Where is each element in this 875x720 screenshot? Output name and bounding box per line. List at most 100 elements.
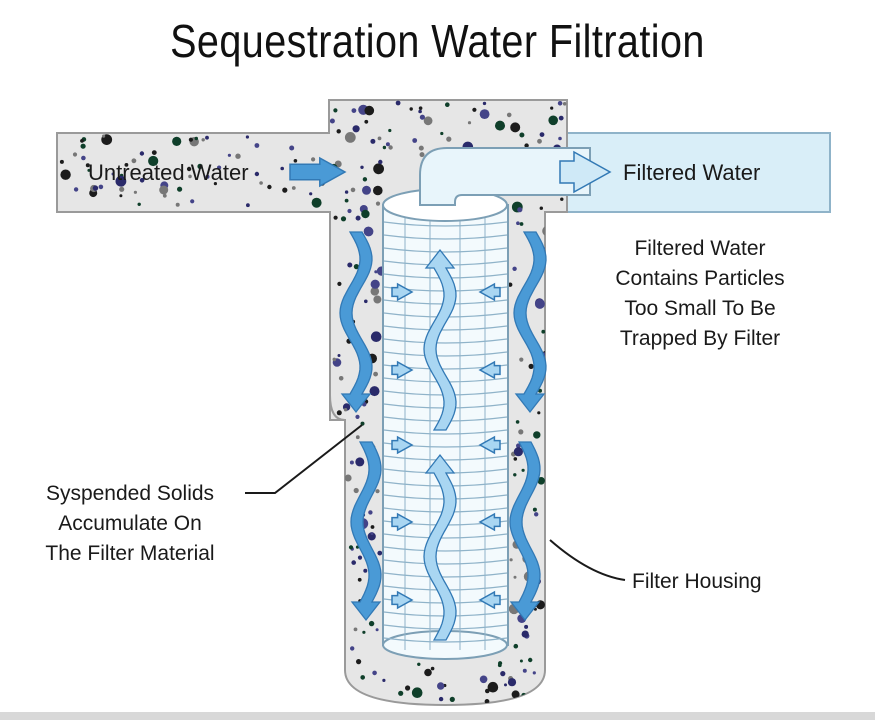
particle-dot (388, 145, 393, 150)
particle-dot (289, 145, 295, 151)
solids-leader-line (245, 424, 363, 494)
particle-dot (418, 109, 422, 114)
down-flow-arrow (339, 231, 373, 414)
particle-dot (542, 225, 553, 237)
particle-dot (364, 119, 369, 124)
particle-dot (213, 182, 217, 186)
particle-dot (557, 366, 562, 371)
particle-dot (375, 201, 381, 206)
particle-dot (115, 175, 127, 187)
particle-dot (375, 489, 380, 494)
inlet-label: Untreated Water (88, 160, 249, 185)
particle-dot (190, 199, 195, 204)
particle-dot (370, 525, 375, 529)
particle-dot (368, 620, 375, 627)
particle-dot (80, 143, 86, 149)
particle-dot (353, 487, 359, 494)
particle-dot (340, 216, 347, 222)
particle-dot (528, 363, 534, 369)
particle-dot (423, 116, 433, 126)
note-line-1: Filtered Water (634, 237, 765, 260)
particle-dot (175, 202, 180, 207)
particle-dot (85, 163, 90, 168)
particle-dot (361, 209, 370, 219)
particle-dot (353, 627, 358, 632)
particle-dot (556, 271, 560, 274)
particle-dot (445, 102, 450, 107)
particle-dot (430, 666, 435, 671)
particle-dot (344, 190, 349, 194)
particle-dot (349, 460, 354, 465)
particle-dot (329, 118, 335, 124)
particle-dot (332, 357, 337, 362)
particle-dot (372, 670, 377, 676)
particle-dot (534, 512, 539, 517)
particle-dot (151, 150, 157, 156)
particle-dot (350, 646, 355, 651)
particle-dot (377, 136, 382, 141)
particle-dot (72, 152, 78, 157)
particle-dot (119, 194, 123, 198)
particle-dot (246, 203, 250, 208)
particle-dot (363, 568, 368, 573)
particle-dot (282, 187, 288, 193)
particle-dot (438, 696, 444, 702)
particle-dot (188, 137, 193, 142)
particle-dot (385, 142, 390, 147)
particle-dot (521, 630, 529, 638)
particle-dot (119, 186, 125, 192)
particle-dot (534, 298, 545, 309)
particle-dot (227, 153, 231, 157)
particle-dot (373, 295, 382, 304)
particle-dot (557, 101, 563, 106)
particle-dot (479, 675, 488, 684)
particle-dot (373, 185, 383, 196)
particle-dot (555, 295, 559, 299)
particle-dot (353, 264, 359, 270)
particle-dot (338, 376, 344, 381)
particle-dot (513, 457, 518, 461)
particle-dot (370, 279, 380, 289)
particle-dot (547, 399, 551, 403)
particle-dot (446, 136, 452, 142)
outlet-arrow (559, 150, 612, 194)
particle-dot (357, 577, 362, 582)
solids-line-3: The Filter Material (45, 542, 214, 565)
filtered-note: Filtered Water Contains Particles Too Sm… (615, 237, 784, 350)
particle-dot (205, 135, 209, 140)
particle-dot (60, 169, 71, 180)
inward-arrow (391, 590, 414, 610)
particle-dot (205, 174, 210, 179)
particle-dot (98, 184, 104, 190)
particle-dot (467, 121, 472, 125)
particle-dot (510, 122, 521, 133)
particle-dot (111, 172, 115, 176)
particle-dot (197, 163, 203, 169)
particle-dot (562, 102, 567, 106)
particle-dot (513, 575, 517, 579)
particle-dot (369, 386, 380, 397)
particle-dot (92, 185, 99, 191)
particle-dot (519, 222, 524, 226)
particle-dot (87, 168, 91, 172)
particle-dot (186, 166, 192, 172)
particle-dot (507, 678, 517, 687)
particle-dot (337, 281, 342, 286)
inward-arrow (391, 512, 414, 532)
particle-dot (512, 266, 517, 271)
particle-dot (558, 136, 562, 141)
particle-dot (375, 628, 379, 632)
particle-dot (280, 166, 285, 171)
particle-dot (370, 287, 380, 296)
particle-dot (495, 120, 505, 131)
particle-dot (336, 410, 342, 416)
housing-label: Filter Housing (632, 570, 762, 593)
particle-dot (59, 159, 64, 164)
particle-dot (424, 668, 432, 677)
particle-dot (550, 312, 554, 317)
down-flow-arrow (350, 441, 382, 622)
particle-dot (524, 624, 529, 629)
particle-dot (549, 351, 553, 355)
particle-dot (398, 690, 404, 696)
